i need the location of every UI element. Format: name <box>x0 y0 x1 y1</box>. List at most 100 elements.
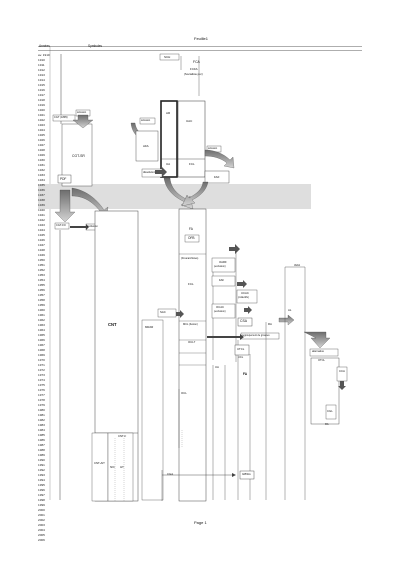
year-row: 1998 <box>38 498 45 502</box>
label-ucac-sub: (collectifs) <box>238 296 249 299</box>
year-row: 2001 <box>38 513 45 517</box>
label-cga: CGA <box>167 472 174 476</box>
cnt-ait-box <box>91 432 109 502</box>
year-row: 1927 <box>38 143 45 147</box>
label-fcl: FCL <box>189 162 195 166</box>
year-row: 2004 <box>38 528 45 532</box>
label-scission-left: scission <box>77 111 87 114</box>
label-iafa: IAFA <box>294 263 301 267</box>
arrow-small-b <box>244 306 252 314</box>
year-row: 1920 <box>38 108 45 112</box>
label-exclusion: exclusion <box>87 225 98 228</box>
year-row: 1938 <box>38 198 45 202</box>
cgt-fo-box <box>54 222 70 230</box>
year-row: 1992 <box>38 468 45 472</box>
year-row: 1996 <box>38 488 45 492</box>
year-row: 1950 <box>38 258 45 262</box>
ofb-box <box>184 234 200 243</box>
year-row: 1953 <box>38 273 45 277</box>
years-column-header: Années <box>39 44 50 48</box>
year-row: 1954 <box>38 278 45 282</box>
year-row: 2002 <box>38 518 45 522</box>
label-fa-big: FA <box>243 372 248 376</box>
label-ucac: UCAC <box>241 291 249 295</box>
year-row: 1966 <box>38 338 45 342</box>
year-row: 1985 <box>38 433 45 437</box>
year-row: 1961 <box>38 313 45 317</box>
arrow-merge-2 <box>181 181 209 207</box>
label-alternative: alternative <box>312 350 324 353</box>
cnt-f-box <box>107 432 134 502</box>
afa-box <box>135 130 159 162</box>
year-row: 1999 <box>38 503 45 507</box>
year-row: 1983 <box>38 423 45 427</box>
year-row: 1928 <box>38 148 45 152</box>
year-row: 1951 <box>38 263 45 267</box>
year-row: 1934 <box>38 178 45 182</box>
symbols-column-header: Symboles <box>88 44 102 48</box>
year-row: 1945 <box>38 233 45 237</box>
label-fcfa-sub: (Socialiste pur) <box>184 72 203 76</box>
year-row: 1914 <box>38 78 45 82</box>
year-row: 1959 <box>38 303 45 307</box>
year-row: 1967 <box>38 343 45 347</box>
year-row: 1960 <box>38 308 45 312</box>
year-row: 1949 <box>38 253 45 257</box>
year-row: 1964 <box>38 328 45 332</box>
label-ocac: OCAC <box>216 305 225 309</box>
year-row: 1974 <box>38 378 45 382</box>
year-row: 1980 <box>38 408 45 412</box>
label-ofb: OFB <box>188 236 195 240</box>
year-row: 1975 <box>38 383 45 387</box>
year-row: 1911 <box>38 63 45 67</box>
year-row: 1970 <box>38 358 45 362</box>
label-uctcl: UTCL <box>237 347 245 351</box>
ar-box <box>160 100 178 178</box>
year-row: 1923 <box>38 123 45 127</box>
year-row: 1922 <box>38 118 45 122</box>
year-row: 1978 <box>38 398 45 402</box>
label-oarf-sub: (exclusion) <box>214 265 226 268</box>
year-row: 1986 <box>38 438 45 442</box>
page-title: Feuille1 <box>194 36 209 41</box>
label-cnt: CNT <box>108 322 117 327</box>
year-row: 1994 <box>38 478 45 482</box>
label-cca: CCA <box>339 369 345 373</box>
year-row: 1915 <box>38 83 45 87</box>
label-cgt-fo: CGT-FO <box>56 224 66 227</box>
year-row: 1991 <box>38 463 45 467</box>
label-gbsg: GBSG <box>242 472 251 476</box>
label-fa: FA <box>189 227 193 231</box>
year-row: 1958 <box>38 298 45 302</box>
year-row: 2003 <box>38 523 45 527</box>
label-ar: AR <box>166 111 171 115</box>
year-row: 1930 <box>38 158 45 162</box>
ucac-box <box>236 289 258 304</box>
year-row: 1973 <box>38 373 45 377</box>
csa-box <box>237 317 253 327</box>
year-row: 1940 <box>38 208 45 212</box>
year-row: 1977 <box>38 393 45 397</box>
faf2-box <box>211 275 236 287</box>
year-row: 1937 <box>38 193 45 197</box>
year-row: 1979 <box>38 403 45 407</box>
label-ra2: RA <box>325 423 329 426</box>
label-ra: RA <box>268 322 272 326</box>
label-afa: AFA <box>143 144 149 148</box>
alternative-box <box>309 348 339 357</box>
year-row: 1924 <box>38 128 45 132</box>
label-faf: FAF <box>214 175 220 179</box>
year-row: 1993 <box>38 473 45 477</box>
ocac-box <box>211 303 236 319</box>
year-row: 1948 <box>38 248 45 252</box>
year-row: 1913 <box>38 73 45 77</box>
year-row: 1944 <box>38 228 45 232</box>
year-row: 1919 <box>38 103 45 107</box>
year-row: 1982 <box>38 418 45 422</box>
arrow-regroupement <box>207 334 244 340</box>
label-mrar: MRAR <box>145 325 154 329</box>
year-row: 1947 <box>38 243 45 247</box>
year-row: 1972 <box>38 368 45 372</box>
sch-box <box>159 53 180 61</box>
year-row: 1912 <box>38 68 45 72</box>
